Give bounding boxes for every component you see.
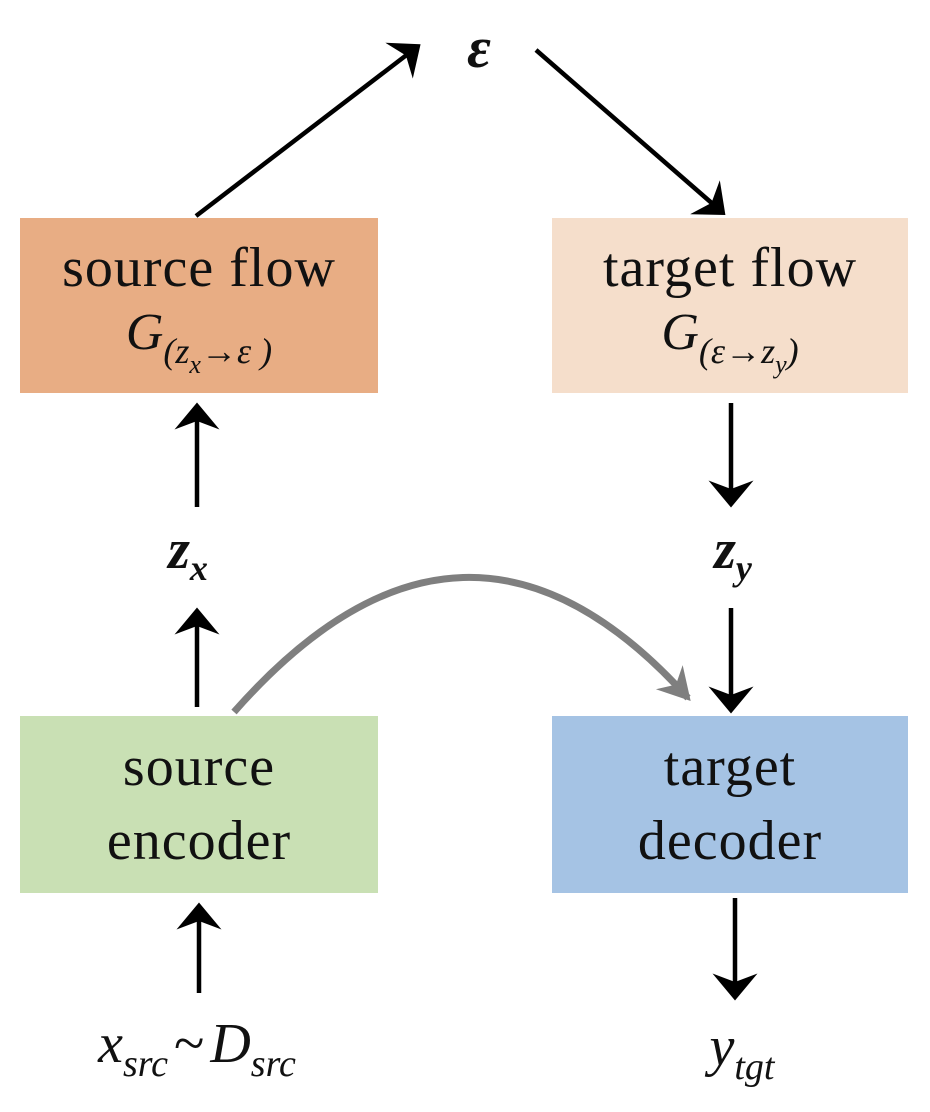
formula-z: z <box>175 331 190 371</box>
epsilon-label: ε <box>467 15 491 80</box>
paren-open: ( <box>698 331 711 371</box>
source-input-label: xsrc~Dsrc <box>98 1012 296 1086</box>
target-flow-title: target flow <box>602 237 858 299</box>
target-decoder-box: target decoder <box>552 716 908 893</box>
latent-zx-label: zx <box>168 518 208 589</box>
output-var-y: y <box>709 1016 735 1078</box>
maps-to-arrow: → <box>200 331 237 371</box>
formula-z-sub-y: y <box>775 350 787 379</box>
input-distribution-D: D <box>210 1013 251 1075</box>
maps-to-arrow: → <box>725 331 762 371</box>
source-flow-formula: G(zx→ε ) <box>126 307 272 378</box>
paren-open: ( <box>163 331 176 371</box>
target-decoder-line1: target <box>663 735 797 798</box>
input-distribution-subscript: src <box>250 1043 296 1085</box>
input-var-x: x <box>98 1013 124 1075</box>
formula-base-G: G <box>661 304 699 361</box>
input-var-subscript: src <box>123 1043 169 1085</box>
paren-close: ) <box>786 331 799 371</box>
target-output-label: ytgt <box>710 1015 775 1089</box>
source-encoder-line2: encoder <box>106 809 292 872</box>
zx-subscript: x <box>189 548 208 588</box>
source-encoder-box: source encoder <box>20 716 378 893</box>
latent-zy-label: zy <box>714 518 752 589</box>
target-flow-box: target flow G(ε→zy) <box>552 218 908 393</box>
formula-z: z <box>761 331 776 371</box>
target-flow-formula: G(ε→zy) <box>661 307 798 378</box>
arrow-source-flow-to-epsilon <box>194 42 421 218</box>
source-flow-title: source flow <box>62 237 336 299</box>
target-decoder-line2: decoder <box>637 809 823 872</box>
tilde-operator: ~ <box>174 1013 205 1075</box>
arrow-epsilon-to-target-flow <box>534 48 726 215</box>
zy-subscript: y <box>735 548 752 588</box>
formula-z-sub-x: x <box>189 350 201 379</box>
skip-connection-arrow <box>231 573 691 715</box>
output-var-subscript: tgt <box>734 1046 775 1088</box>
zy-base: z <box>714 519 736 581</box>
formula-base-G: G <box>125 304 164 361</box>
paren-close: ) <box>251 331 273 371</box>
formula-epsilon: ε <box>710 331 726 371</box>
source-flow-box: source flow G(zx→ε ) <box>20 218 378 393</box>
formula-epsilon: ε <box>236 331 252 371</box>
zx-base: z <box>168 519 190 581</box>
source-encoder-line1: source <box>122 735 276 798</box>
